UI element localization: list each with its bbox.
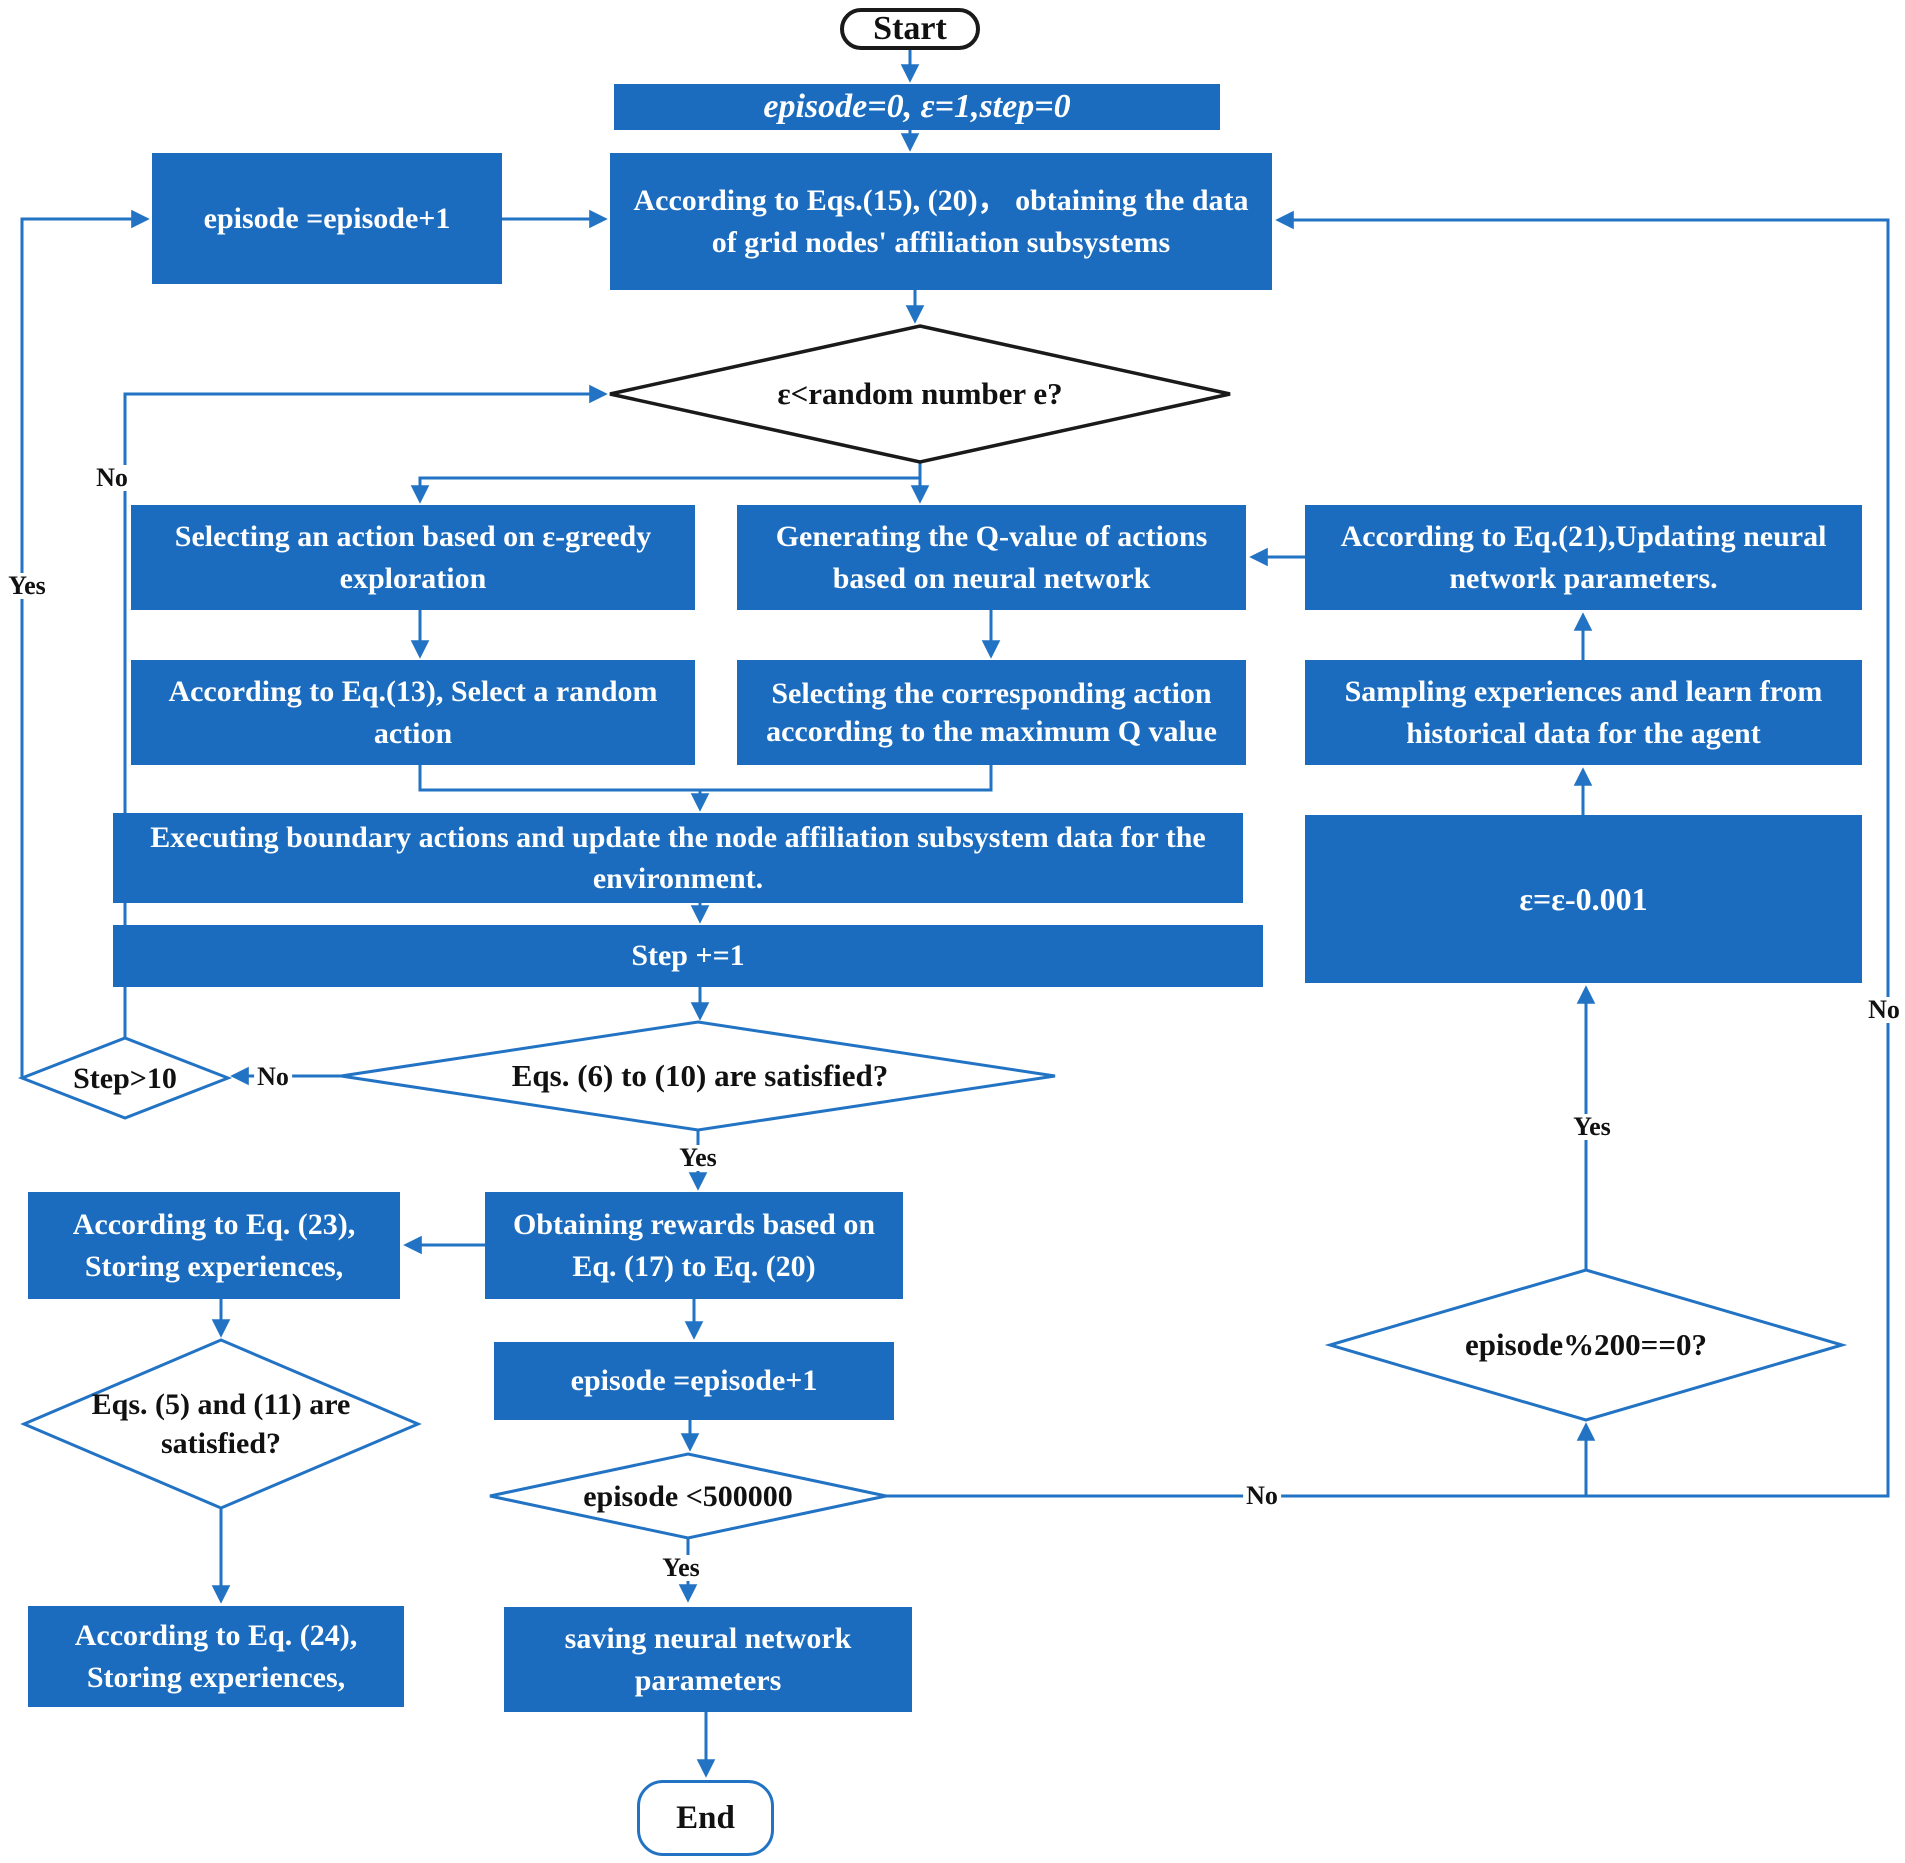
decision-step10-label: Step>10 [73,1061,177,1095]
edge-label-eqs6-no: No [254,1064,292,1090]
select-random-action-box: According to Eq.(13), Select a random ac… [131,660,695,765]
decision-epsilon-random-label: ε<random number e? [777,375,1063,411]
edge-merge-right [700,765,993,792]
edge-label-mod-yes: Yes [1570,1114,1614,1140]
generate-qvalue-box: Generating the Q-value of actions based … [737,505,1246,610]
decision-episode-mod-shape [1324,1268,1848,1422]
start-terminator: Start [840,8,980,50]
decision-eqs5-11-shape [20,1338,422,1510]
execute-actions-box: Executing boundary actions and update th… [113,813,1243,903]
store-experiences-eq24-box: According to Eq. (24), Storing experienc… [28,1606,404,1707]
edge-label-mod-no: No [1865,997,1903,1023]
decision-episode-lt-label: episode <500000 [583,1479,793,1513]
decision-eqs5-11-label: Eqs. (5) and (11) are satisfied? [91,1388,351,1460]
decision-episode-lt-shape [489,1452,887,1540]
decision-step10-shape [17,1036,233,1120]
end-terminator: End [637,1780,774,1856]
epsilon-decay-box: ε=ε-0.001 [1305,815,1862,983]
edge-label-lt-yes: Yes [659,1555,703,1581]
select-max-q-box: Selecting the corresponding action accor… [737,660,1246,765]
init-box: episode=0, ε=1,step=0 [614,84,1220,130]
select-greedy-box: Selecting an action based on ε-greedy ex… [131,505,695,610]
edge-d5-no-feedback [886,210,1890,1498]
end-label: End [676,1799,735,1836]
edge-merge-left [418,765,700,792]
update-network-box: According to Eq.(21),Updating neural net… [1305,505,1862,610]
decision-eqs6-10-label: Eqs. (6) to (10) are satisfied? [511,1057,889,1093]
step-increment-box: Step +=1 [113,925,1263,987]
edge-label-step10-no: No [93,465,131,491]
save-network-box: saving neural network parameters [504,1607,912,1712]
start-label: Start [873,10,947,47]
sample-experiences-box: Sampling experiences and learn from hist… [1305,660,1862,765]
episode-increment-bottom-box: episode =episode+1 [494,1342,894,1420]
edge-label-eqs6-yes: Yes [676,1145,720,1171]
decision-epsilon-random-shape [609,324,1231,464]
edge-d3-yes-episodeinc [20,209,150,1078]
edge-label-step10-yes: Yes [5,573,49,599]
store-experiences-eq23-box: According to Eq. (23), Storing experienc… [28,1192,400,1299]
edge-label-lt-no: No [1243,1483,1281,1509]
edge-d1-select-greedy [410,462,922,504]
get-grid-data-box: According to Eqs.(15), (20)， obtaining t… [610,153,1272,290]
decision-episode-mod-label: episode%200==0? [1464,1326,1707,1362]
episode-increment-top-box: episode =episode+1 [152,153,502,284]
decision-eqs6-10-shape [340,1020,1056,1132]
obtain-rewards-box: Obtaining rewards based on Eq. (17) to E… [485,1192,903,1299]
